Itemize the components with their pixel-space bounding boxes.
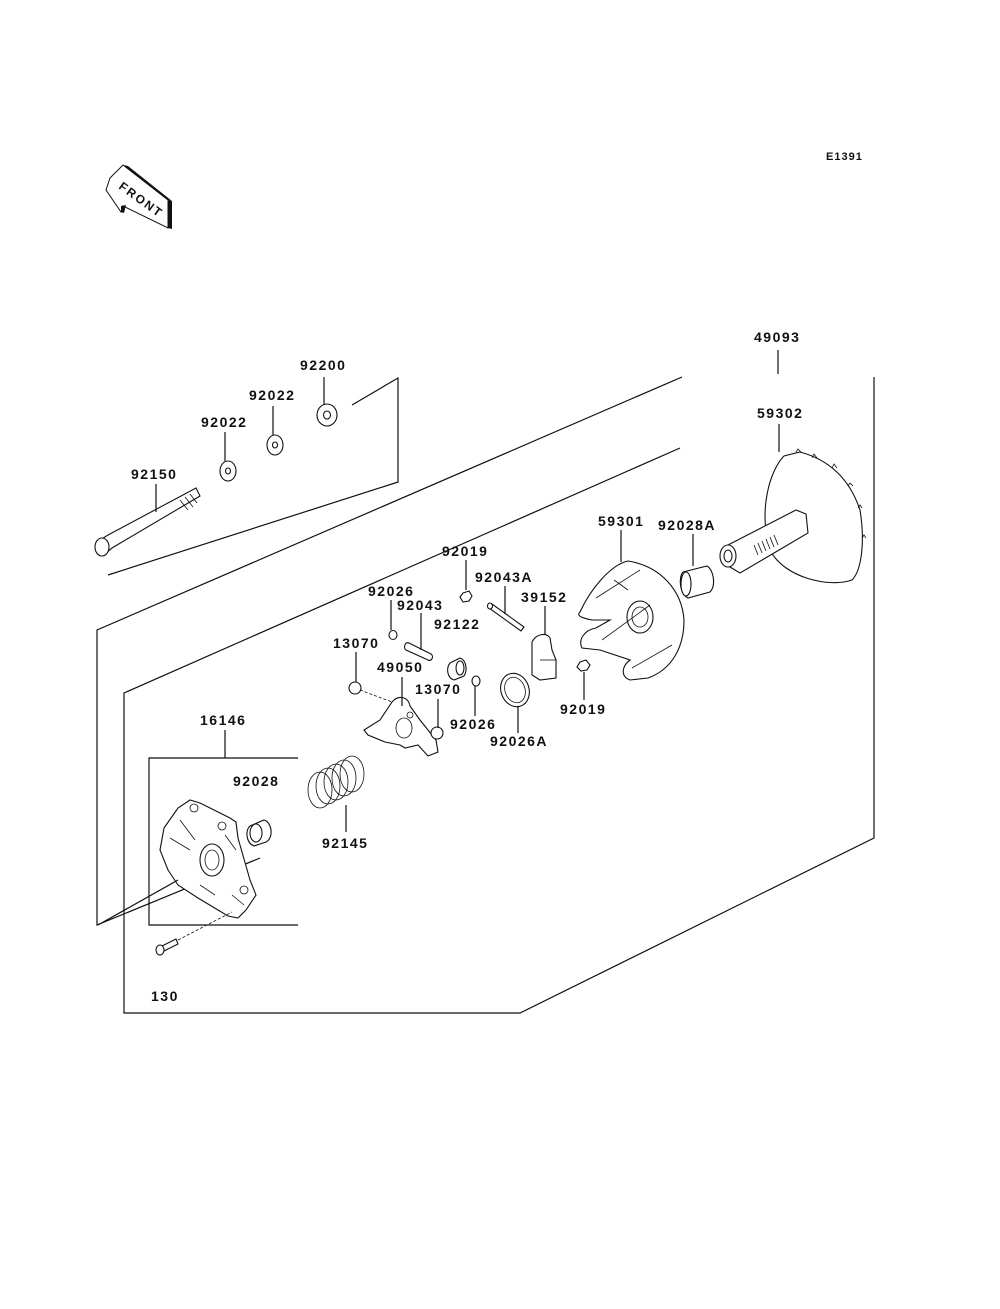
label-49093: 49093: [754, 329, 800, 345]
part-92028A-bushing: [679, 565, 715, 599]
part-92022-washer-a: [219, 460, 237, 482]
part-92145-spring: [307, 755, 365, 809]
part-16146-cover: [159, 799, 257, 919]
diagram-code: E1391: [826, 151, 863, 163]
part-92022-washer-b: [266, 434, 284, 456]
label-92022-b: 92022: [249, 387, 295, 403]
label-92026-mid: 92026: [450, 716, 496, 732]
label-92150: 92150: [131, 466, 177, 482]
label-92043A: 92043A: [475, 569, 533, 585]
part-13070-bushing-a: [348, 681, 362, 695]
label-92028A: 92028A: [658, 517, 716, 533]
label-59302: 59302: [757, 405, 803, 421]
part-59302-sheave: [719, 448, 867, 584]
label-92145: 92145: [322, 835, 368, 851]
label-92022-a: 92022: [201, 414, 247, 430]
label-92026A: 92026A: [490, 733, 548, 749]
cover-assy-bracket: [148, 757, 298, 926]
label-92026-top: 92026: [368, 583, 414, 599]
front-arrow-icon: FRONT: [105, 164, 172, 229]
label-39152: 39152: [521, 589, 567, 605]
part-13070-bushing-b: [430, 726, 444, 740]
part-39152-arm: [531, 633, 557, 681]
part-92043-pin: [404, 642, 433, 661]
label-130: 130: [151, 988, 179, 1004]
label-16146: 16146: [200, 712, 246, 728]
label-92122: 92122: [434, 616, 480, 632]
label-92200: 92200: [300, 357, 346, 373]
part-92026A-ring: [500, 672, 530, 708]
assembly-line-cover: [97, 879, 179, 926]
label-92019-right: 92019: [560, 701, 606, 717]
label-13070-b: 13070: [415, 681, 461, 697]
part-92019-nut-top: [459, 590, 473, 603]
assembly-line-130: [177, 911, 233, 941]
part-92150-bolt: [94, 487, 201, 557]
label-92019-top: 92019: [442, 543, 488, 559]
label-59301: 59301: [598, 513, 644, 529]
part-92019-nut-right: [576, 659, 591, 672]
label-92028: 92028: [233, 773, 279, 789]
label-92043: 92043: [397, 597, 443, 613]
part-roller: [447, 657, 467, 681]
label-49050: 49050: [377, 659, 423, 675]
washer-group-bracket: [107, 376, 399, 576]
label-13070-a: 13070: [333, 635, 379, 651]
part-92043A-pin: [486, 602, 525, 632]
part-49050-arm: [363, 697, 439, 757]
part-59301-plate: [578, 560, 685, 681]
part-92200-washer: [316, 403, 338, 427]
part-92026-washer-top: [388, 629, 398, 641]
part-92028-bushing: [246, 819, 272, 847]
part-92026-washer-mid: [471, 675, 481, 687]
part-130-bolt: [155, 938, 179, 956]
assembly-frame-outer: [96, 376, 875, 1014]
